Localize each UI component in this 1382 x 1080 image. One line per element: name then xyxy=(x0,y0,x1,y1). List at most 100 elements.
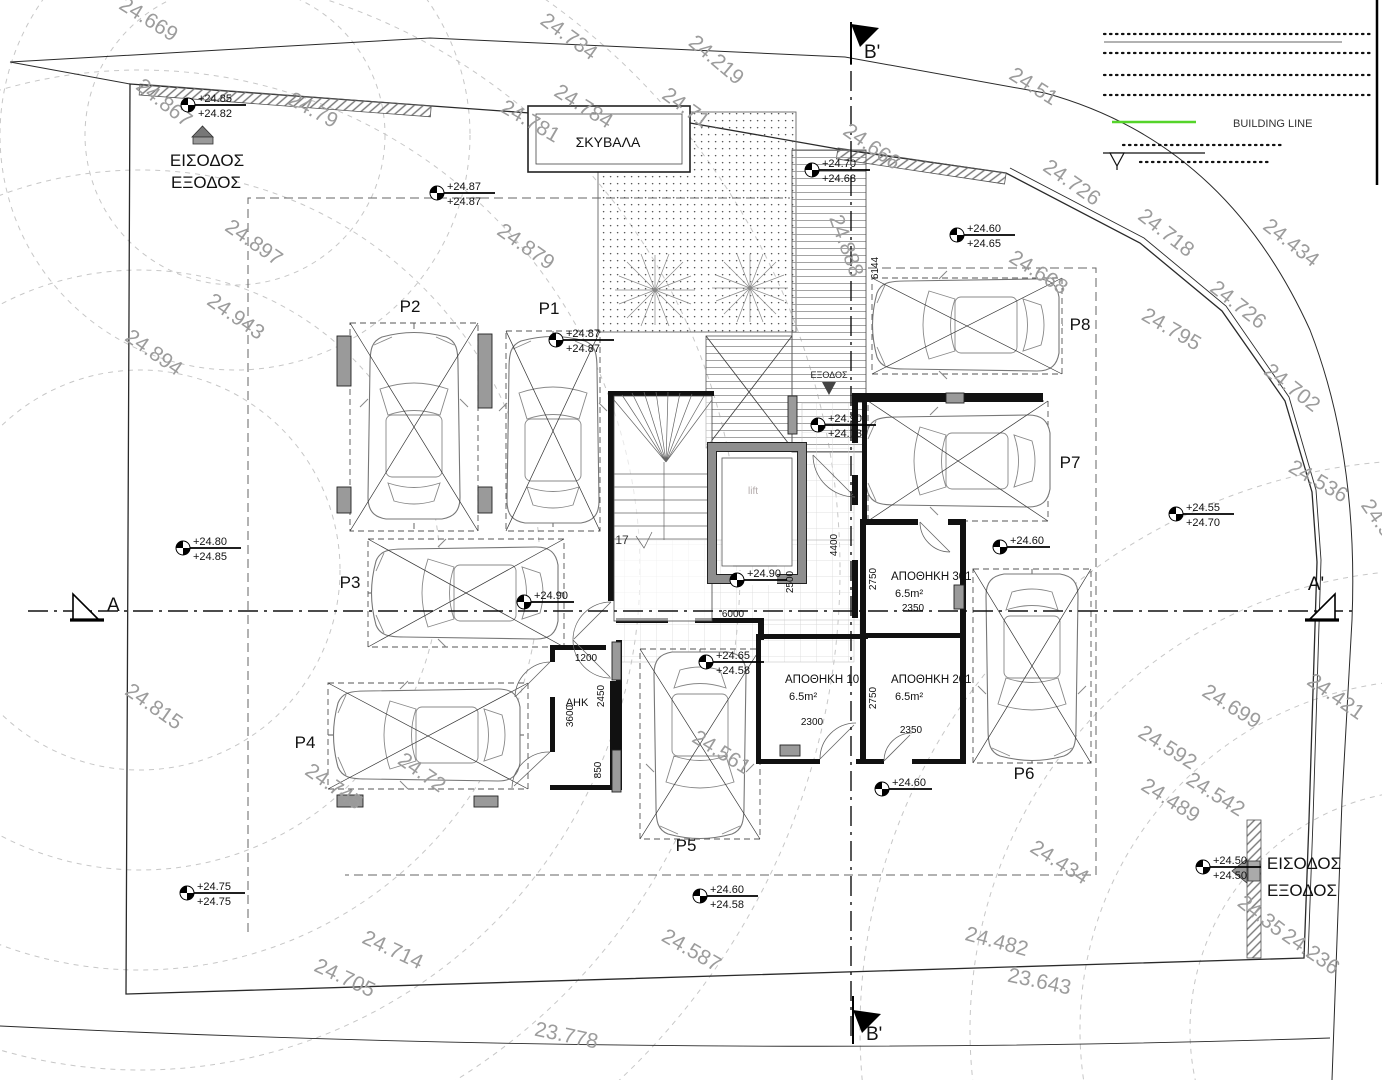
spot-elevation-bottom-value: +24.82 xyxy=(198,108,232,120)
entrance-arrow-icon xyxy=(191,125,214,138)
section-marker-a-left: A xyxy=(70,592,120,622)
dimension-label: 6000 xyxy=(722,609,745,620)
spot-elevation-marker: +24.80+24.85 xyxy=(175,536,241,563)
spot-elevation-bottom-value: +24.65 xyxy=(967,238,1001,250)
spot-elevation-bottom-value: +24.50 xyxy=(1213,870,1247,882)
spot-elevation-marker: +24.87+24.87 xyxy=(548,328,614,355)
dimension-label: 4400 xyxy=(829,533,840,556)
entrance-arrow-icon-br xyxy=(1231,858,1248,884)
section-label-b-top: B' xyxy=(864,42,880,63)
spot-elevation-bottom-value: +24.68 xyxy=(822,173,856,185)
contour-label: 23.778 xyxy=(533,1018,601,1054)
contour-label: 24.592 xyxy=(1134,721,1201,775)
car-p6 xyxy=(977,573,1087,762)
spot-elevation-marker: +24.85 +24.82 xyxy=(180,93,246,120)
parking-space-label: P2 xyxy=(400,297,421,316)
contour-label: 24.219 xyxy=(684,31,748,90)
section-marker-b-top: B' xyxy=(850,22,880,64)
contour-label: 23.643 xyxy=(1006,964,1074,1000)
parking-space-label: P8 xyxy=(1070,315,1091,334)
stair-enclosure xyxy=(613,395,713,622)
spot-elevation-marker: +24.60 +24.65 xyxy=(949,223,1015,250)
legend-dotted-rows xyxy=(1102,32,1376,164)
legend: BUILDING LINE xyxy=(1102,0,1379,185)
contour-label: 24.434 xyxy=(1026,836,1093,890)
legend-level-symbol xyxy=(1103,152,1205,170)
lift-shaft xyxy=(707,442,807,585)
dimension-label: 2300 xyxy=(801,717,824,728)
contour-label: 24.434 xyxy=(1259,214,1324,272)
legend-building-line-label: BUILDING LINE xyxy=(1233,118,1312,130)
spot-elevation-bottom-value: +24.58 xyxy=(710,899,744,911)
spot-elevation-marker: +24.60 xyxy=(992,535,1050,555)
contour-label: 24.879 xyxy=(493,219,559,275)
parking-space-label: P1 xyxy=(539,299,560,318)
spot-elevation-marker: +24.60 xyxy=(874,777,932,797)
car-p7 xyxy=(862,406,1051,516)
contour-label: 24.669 xyxy=(115,0,182,46)
entrance-top-left: ΕΙΣΟΔΟΣ ΕΞΟΔΟΣ xyxy=(170,125,244,192)
contour-label: 24.236 xyxy=(1278,924,1344,980)
garbage-room-label: ΣΚΥΒΑΛΑ xyxy=(576,134,641,150)
stair-treads xyxy=(613,391,713,549)
electrical-room-label: AHK xyxy=(566,697,589,709)
spot-elevation-top-value: +24.87 xyxy=(447,181,481,193)
entrance-bottom-right: ΕΙΣΟΔΟΣ ΕΞΟΔΟΣ xyxy=(1231,854,1341,900)
spot-elevation-marker: +24.90 xyxy=(729,568,787,588)
parking-space-label: P7 xyxy=(1060,453,1081,472)
spot-elevation-bottom-value: +24.73 xyxy=(828,428,862,440)
entrance-label-exodos-tl: ΕΞΟΔΟΣ xyxy=(171,173,241,192)
lift-label: lift xyxy=(748,486,758,497)
dimension-label: 1200 xyxy=(575,653,598,664)
spot-elevation-marker: +24.87 +24.87 xyxy=(429,181,495,208)
parking-space-label: P3 xyxy=(340,573,361,592)
car-p1 xyxy=(498,335,608,524)
section-markers: A A' B' B' xyxy=(70,22,1339,1045)
car-p3 xyxy=(370,538,559,648)
spot-elevation-top-value: +24.60 xyxy=(710,884,744,896)
spot-elevation-top-value: +24.60 xyxy=(892,777,926,789)
section-label-a-prime: A' xyxy=(1308,574,1324,595)
spot-elevation-top-value: +24.50 xyxy=(1213,855,1247,867)
parking-space-label: P6 xyxy=(1014,764,1035,783)
room-area-label: 6.5m² xyxy=(895,588,923,600)
car-p2 xyxy=(359,331,469,520)
entrance-label-eisodos-tl: ΕΙΣΟΔΟΣ xyxy=(170,151,244,170)
spot-elevation-top-value: +24.87 xyxy=(566,328,600,340)
stair-count-label: 17 xyxy=(615,533,629,547)
spot-elevation-top-value: +24.80 xyxy=(193,536,227,548)
section-label-a: A xyxy=(107,595,120,616)
contour-label: 24.51 xyxy=(1005,63,1062,110)
spot-elevation-bottom-value: +24.87 xyxy=(447,196,481,208)
spot-elevation-marker: +24.50 +24.50 xyxy=(1195,855,1261,882)
contour-label: 24.714 xyxy=(359,926,427,974)
parking-space-label: P4 xyxy=(295,733,316,752)
spot-elevation-top-value: +24.90 xyxy=(534,590,568,602)
spot-elevation-top-value: +24.60 xyxy=(1010,535,1044,547)
spot-elevation-marker: +24.70+24.68 xyxy=(804,158,870,185)
spot-elevation-bottom-value: +24.58 xyxy=(716,665,750,677)
dimension-label: 2450 xyxy=(596,684,607,707)
spot-elevation-marker: +24.90+24.73 xyxy=(810,413,876,440)
room-area-label: 6.5m² xyxy=(895,691,923,703)
dimension-label: 2350 xyxy=(902,603,925,614)
contour-label: 24.894 xyxy=(121,325,187,381)
spot-elevation-top-value: +24.75 xyxy=(197,881,231,893)
contour-label: 24.897 xyxy=(221,215,287,271)
dimension-label: 6144 xyxy=(870,256,881,279)
dimension-label: 3600 xyxy=(565,704,576,727)
spot-elevation-top-value: +24.60 xyxy=(967,223,1001,235)
entrance-label-eisodos-br: ΕΙΣΟΔΟΣ xyxy=(1267,854,1341,873)
dimension-label: 2750 xyxy=(868,686,879,709)
spot-elevation-marker: +24.75+24.75 xyxy=(179,881,245,908)
dimension-label: 2350 xyxy=(900,725,923,736)
spot-elevation-marker: +24.90 xyxy=(516,590,574,610)
contour-label: 24.482 xyxy=(963,922,1031,961)
spot-elevation-marker: +24.60 +24.58 xyxy=(692,884,758,911)
spot-elevation-top-value: +24.65 xyxy=(716,650,750,662)
spot-elevation-marker: +24.65 +24.58 xyxy=(698,650,764,677)
spot-elevation-top-value: +24.85 xyxy=(198,93,232,105)
door-swings xyxy=(511,454,951,789)
room-name-label: ΑΠΟΘΗΚΗ 301 xyxy=(891,571,972,583)
contour-label: 24.699 xyxy=(1198,680,1265,734)
